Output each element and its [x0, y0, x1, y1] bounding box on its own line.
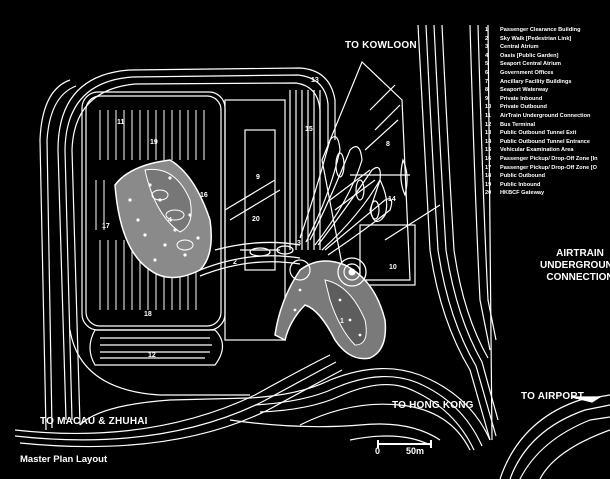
examination-lanes: [289, 90, 321, 250]
plan-number-9: 9: [256, 174, 260, 181]
airtrain-line-2: UNDERGROUND: [540, 260, 610, 271]
sky-walk: [199, 241, 301, 277]
airtrain-label: AIRTRAIN UNDERGROUND CONNECTION: [530, 248, 610, 284]
caption: Master Plan Layout: [20, 454, 108, 465]
plan-number-1: 1: [340, 318, 344, 325]
plan-number-2: 2: [233, 259, 237, 266]
oasis-garden: [114, 159, 212, 279]
seaport-waterway: [299, 136, 393, 256]
plan-number-13: 13: [311, 77, 319, 84]
plan-number-11: 11: [117, 119, 125, 126]
bottom-road-arcs: [14, 354, 331, 435]
central-atrium: [337, 257, 367, 287]
airport-road: [499, 394, 610, 479]
plan-number-18: 18: [144, 311, 152, 318]
scale-end: 50m: [406, 446, 425, 456]
plan-number-12: 12: [148, 352, 156, 359]
plan-number-3: 3: [297, 240, 301, 247]
airtrain-line-1: AIRTRAIN: [556, 248, 604, 259]
outer-road-loop: [57, 67, 336, 421]
plan-number-19: 19: [150, 139, 158, 146]
airtrain-line-3: CONNECTION: [546, 272, 610, 283]
parking-block: [85, 95, 222, 327]
plan-number-10: 10: [389, 264, 397, 271]
plan-number-15: 15: [305, 126, 313, 133]
plan-number-20: 20: [252, 216, 260, 223]
plan-number-14: 14: [388, 196, 396, 203]
label-to-airport: TO AIRPORT: [521, 391, 585, 402]
plan-number-17: 17: [102, 223, 110, 230]
right-road-corridor: [417, 24, 491, 441]
plan-number-8: 8: [386, 141, 390, 148]
scale-zero: 0: [375, 446, 381, 456]
label-to-macau: TO MACAU & ZHUHAI: [40, 416, 148, 427]
label-to-kowloon: TO KOWLOON: [345, 40, 417, 51]
plan-number-4: 4: [168, 217, 172, 224]
label-to-hong-kong: TO HONG KONG: [392, 400, 474, 411]
scale-bar: [377, 440, 432, 448]
bus-terminal: [89, 329, 224, 366]
plan-number-16: 16: [200, 192, 208, 199]
